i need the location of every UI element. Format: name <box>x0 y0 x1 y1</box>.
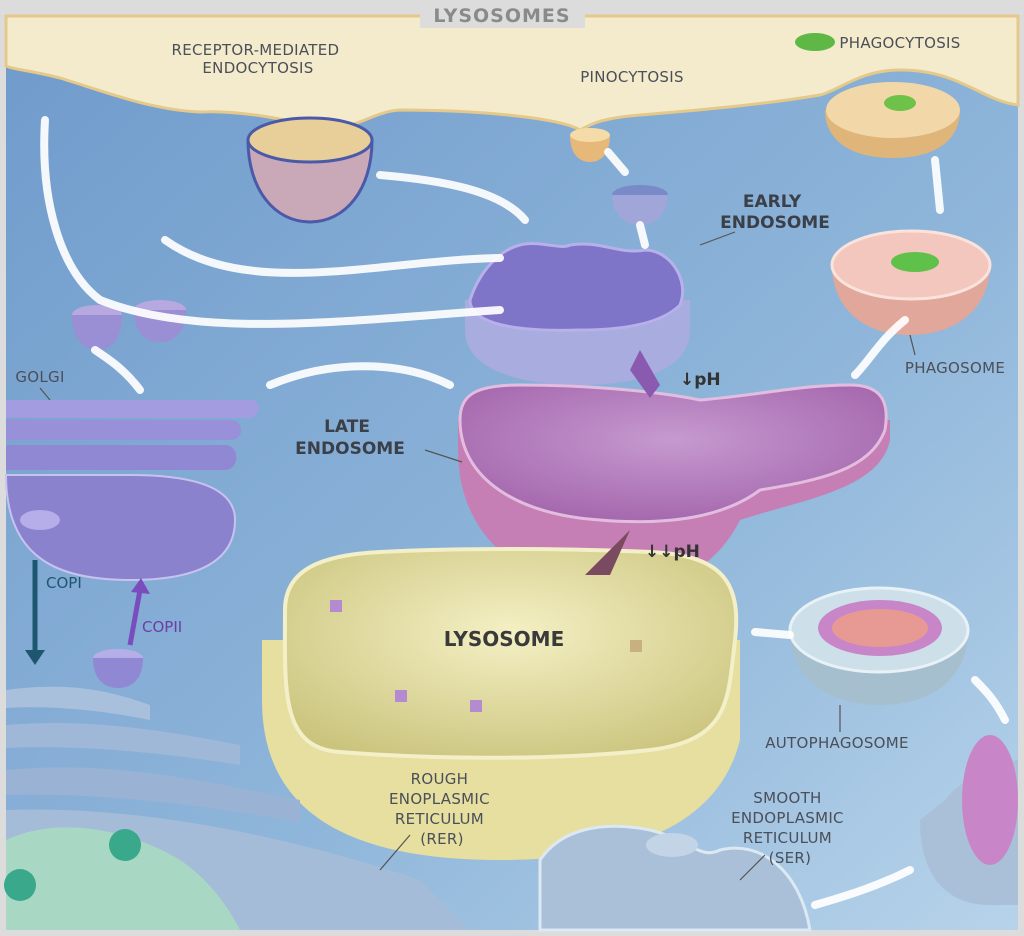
trafficking-arrows <box>40 116 1009 909</box>
label-receptor-mediated-endocytosis: RECEPTOR-MEDIATED ENDOCYTOSIS <box>172 41 345 77</box>
bacterium-icon <box>795 33 835 51</box>
phagocytic-cup <box>795 33 960 158</box>
clathrin-coated-vesicle <box>246 116 374 224</box>
copii-arrow <box>127 589 143 646</box>
golgi-apparatus <box>4 300 259 688</box>
label-pinocytosis: PINOCYTOSIS <box>580 68 684 86</box>
nucleus <box>6 827 240 930</box>
label-ph-decrease: ↓pH <box>680 370 721 390</box>
label-ph-decrease-double: ↓↓pH <box>645 542 700 562</box>
label-smooth-er: SMOOTH ENDOPLASMIC RETICULUM (SER) <box>731 789 849 867</box>
label-rough-er: ROUGH ENOPLASMIC RETICULUM (RER) <box>389 770 495 848</box>
nuclear-pore <box>4 869 36 901</box>
label-lysosome: LYSOSOME <box>444 627 565 651</box>
acidification-arrow <box>585 530 630 575</box>
label-autophagosome: AUTOPHAGOSOME <box>765 734 909 752</box>
plasma-membrane <box>4 14 1020 132</box>
label-early-endosome: EARLY ENDOSOME <box>720 192 830 233</box>
pinocytic-vesicle <box>570 128 668 225</box>
label-golgi: GOLGI <box>15 368 64 386</box>
bacterium-icon <box>884 95 916 111</box>
label-copi: COPI <box>46 574 82 592</box>
lysosome <box>262 547 740 860</box>
smooth-er <box>538 824 812 932</box>
mitochondrion <box>962 735 1018 865</box>
early-endosome <box>465 242 690 385</box>
bacterium-icon <box>891 252 939 272</box>
label-phagosome: PHAGOSOME <box>905 359 1005 377</box>
acidification-arrow <box>630 350 660 398</box>
label-late-endosome: LATE ENDOSOME <box>295 417 405 459</box>
diagram-title: LYSOSOMES <box>433 5 570 27</box>
autophagosome <box>788 586 1018 905</box>
label-phagocytosis: PHAGOCYTOSIS <box>839 34 960 52</box>
title-backing <box>420 2 585 28</box>
phagosome <box>830 229 992 335</box>
rough-er <box>4 686 470 930</box>
nuclear-pore <box>109 829 141 861</box>
label-copii: COPII <box>142 618 182 636</box>
